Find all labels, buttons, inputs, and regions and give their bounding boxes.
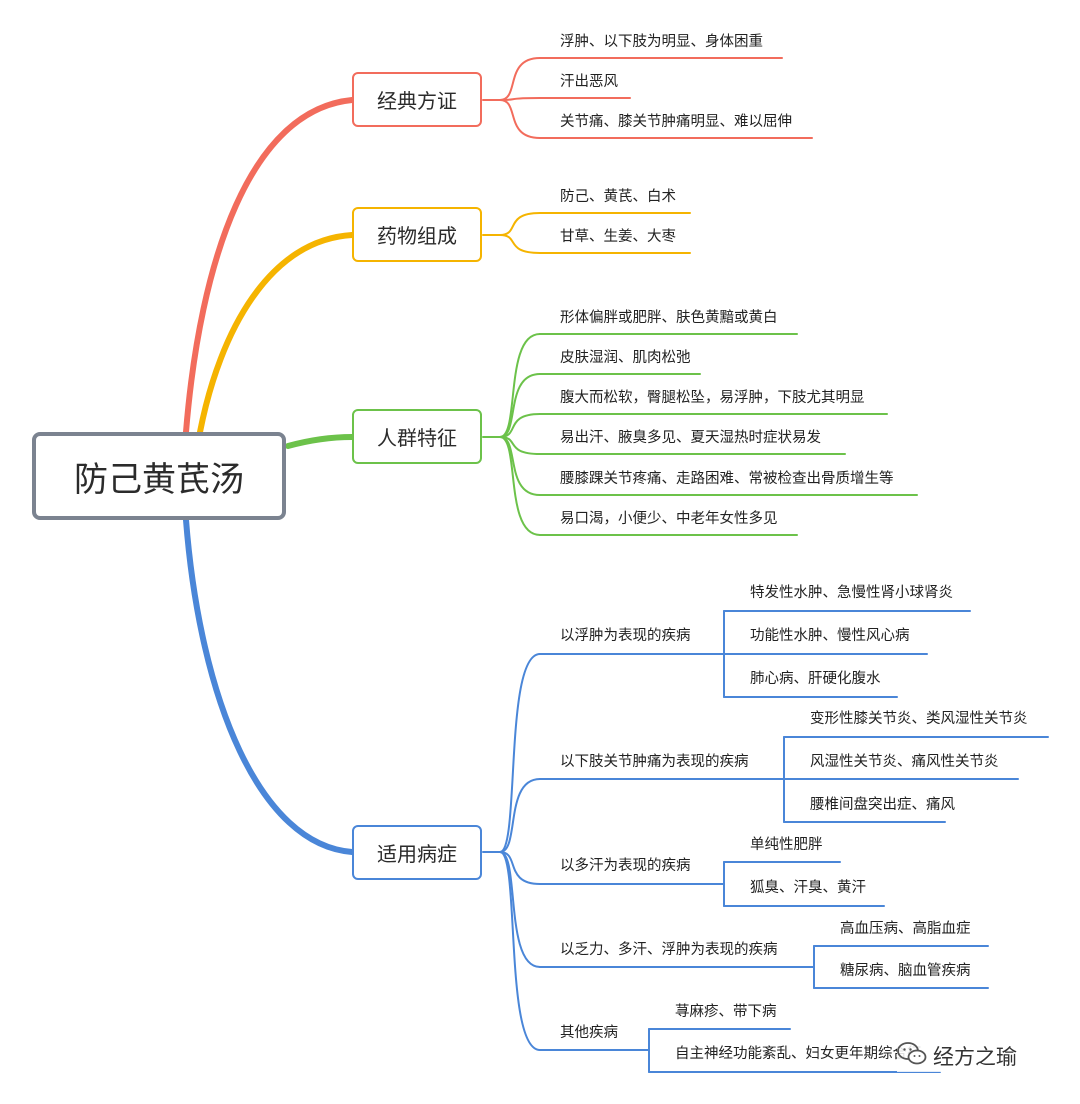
leaf-item: 易出汗、腋臭多见、夏天湿热时症状易发: [560, 430, 821, 446]
leaf-item: 形体偏胖或肥胖、肤色黄黯或黄白: [560, 310, 778, 326]
leaf-item: 变形性膝关节炎、类风湿性关节炎: [810, 711, 1028, 727]
trunk-connector: [197, 232, 355, 435]
branch-connector: [499, 851, 541, 885]
branch-connector: [499, 413, 541, 438]
branch-connector: [499, 778, 541, 853]
leaf-item: 易口渴，小便少、中老年女性多见: [560, 511, 778, 527]
group-label: 以下肢关节肿痛为表现的疾病: [560, 754, 749, 770]
branch-label: 经典方证: [377, 89, 457, 113]
leaf-item: 肺心病、肝硬化腹水: [750, 671, 881, 687]
branch-node-classic-syndrome: 经典方证: [352, 72, 482, 127]
leaf-item: 关节痛、膝关节肿痛明显、难以屈伸: [560, 114, 792, 130]
leaf-item: 功能性水肿、慢性风心病: [750, 628, 910, 644]
trunk-connector: [285, 434, 355, 449]
leaf-item: 防己、黄芪、白术: [560, 189, 676, 205]
branch-node-population: 人群特征: [352, 409, 482, 464]
branch-connector: [499, 851, 541, 968]
branch-label: 药物组成: [377, 224, 457, 248]
branch-connector: [499, 57, 541, 101]
branch-connector: [499, 653, 541, 853]
branch-node-indications: 适用病症: [352, 825, 482, 880]
group-label: 以乏力、多汗、浮肿为表现的疾病: [560, 942, 778, 958]
leaf-item: 单纯性肥胖: [750, 837, 823, 853]
branch-connector: [499, 436, 541, 536]
leaf-item: 风湿性关节炎、痛风性关节炎: [810, 754, 999, 770]
branch-label: 适用病症: [377, 842, 457, 866]
leaf-item: 腰膝踝关节疼痛、走路困难、常被检查出骨质增生等: [560, 471, 894, 487]
branch-label: 人群特征: [377, 426, 457, 450]
leaf-item: 浮肿、以下肢为明显、身体困重: [560, 34, 763, 50]
trunk-connector: [183, 97, 355, 435]
leaf-item: 糖尿病、脑血管疾病: [840, 963, 971, 979]
trunk-connector: [183, 517, 355, 855]
branch-node-composition: 药物组成: [352, 207, 482, 262]
branch-connector: [499, 212, 541, 236]
wechat-icon: [897, 1041, 927, 1071]
leaf-item: 腹大而松软，臀腿松坠，易浮肿，下肢尤其明显: [560, 390, 865, 406]
root-label: 防己黄芪汤: [74, 459, 244, 500]
leaf-item: 汗出恶风: [560, 74, 618, 90]
branch-connector: [499, 99, 541, 139]
branch-connector: [499, 234, 541, 254]
leaf-item: 腰椎间盘突出症、痛风: [810, 797, 955, 813]
leaf-item: 狐臭、汗臭、黄汗: [750, 880, 866, 896]
watermark-text: 经方之瑜: [933, 1045, 1017, 1069]
root-node: 防己黄芪汤: [32, 432, 286, 520]
group-label: 以多汗为表现的疾病: [560, 858, 691, 874]
branch-connector: [499, 373, 541, 438]
branch-connector: [499, 333, 541, 438]
leaf-item: 高血压病、高脂血症: [840, 921, 971, 937]
leaf-item: 荨麻疹、带下病: [675, 1004, 777, 1020]
group-label: 以浮肿为表现的疾病: [560, 628, 691, 644]
watermark: 经方之瑜: [897, 1040, 1017, 1072]
leaf-item: 甘草、生姜、大枣: [560, 229, 676, 245]
group-label: 其他疾病: [560, 1025, 618, 1041]
leaf-item: 自主神经功能紊乱、妇女更年期综合征: [675, 1046, 922, 1062]
branch-connector: [499, 436, 541, 496]
leaf-item: 特发性水肿、急慢性肾小球肾炎: [750, 585, 953, 601]
branch-connector: [499, 851, 541, 1051]
leaf-item: 皮肤湿润、肌肉松弛: [560, 350, 691, 366]
